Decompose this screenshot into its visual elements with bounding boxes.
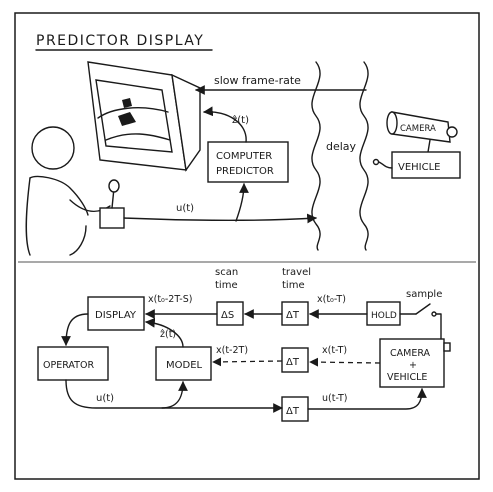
x-display-label: x(t₀-2T-S) [148, 294, 192, 305]
x-model-label: x(t-2T) [216, 345, 248, 356]
u-t-arrow [123, 213, 317, 224]
u-t-to-model-arrow [161, 381, 188, 409]
camera-to-delta-t-arrow [309, 357, 381, 367]
delta-t-box-bottom: ΔT [281, 396, 309, 422]
joystick-icon [99, 179, 125, 229]
vehicle-icon: VEHICLE [372, 151, 461, 179]
delta-t-label-middle: ΔT [286, 357, 300, 368]
z-hat-label: ẑ(t) [232, 114, 249, 126]
display-to-operator-arrow [61, 313, 89, 346]
hold-box: HOLD [366, 301, 401, 326]
camera-vehicle-line3: VEHICLE [387, 372, 427, 383]
x-camera-label: x(t-T) [322, 345, 347, 356]
u-t-minus-t-label: u(t-T) [322, 393, 348, 404]
camera-vehicle-line1: CAMERA [390, 348, 431, 359]
model-label: MODEL [166, 360, 203, 371]
delta-t-label-top: ΔT [286, 310, 300, 321]
delta-s-label: ΔS [221, 310, 234, 321]
delay-label: delay [326, 140, 357, 153]
delta-s-box: ΔS [216, 301, 244, 326]
scan-time-line2: time [215, 280, 238, 291]
slow-frame-rate-label: slow frame-rate [214, 74, 301, 87]
z-hat-model-label: ẑ(t) [160, 329, 176, 340]
delta-t-to-camera-arrow [307, 388, 427, 410]
operator-figure [25, 126, 111, 256]
display-box: DISPLAY [87, 296, 145, 331]
u-t-branch-arrow [235, 183, 249, 222]
sample-switch [415, 303, 431, 315]
delta-t-label-bottom: ΔT [286, 406, 300, 417]
camera-to-switch-line [435, 313, 442, 340]
delta-t-to-model-arrow [212, 357, 283, 367]
outer-border [14, 12, 480, 480]
z-hat-arrow [203, 106, 247, 143]
camera-vehicle-box: CAMERA + VEHICLE [379, 338, 451, 388]
scan-time-line1: scan [215, 267, 238, 278]
operator-box: OPERATOR [37, 346, 109, 381]
delay-wave-right [359, 61, 369, 251]
operator-label: OPERATOR [43, 360, 94, 371]
operator-u-t-arrow [65, 379, 283, 413]
sample-label: sample [406, 289, 442, 300]
vehicle-label: VEHICLE [398, 162, 441, 173]
x-hold-label: x(t₀-T) [317, 294, 346, 305]
model-to-display-arrow [145, 317, 184, 348]
hold-label: HOLD [371, 311, 397, 321]
computer-predictor-line1: COMPUTER [216, 151, 272, 162]
model-box: MODEL [155, 346, 212, 381]
computer-predictor-box: COMPUTER PREDICTOR [207, 141, 289, 183]
computer-predictor-line2: PREDICTOR [216, 166, 274, 177]
u-t-label-bottom: u(t) [96, 393, 114, 404]
camera-vehicle-line2: + [409, 360, 417, 371]
camera-icon: CAMERA [386, 111, 458, 153]
camera-label: CAMERA [400, 124, 436, 134]
delta-t-box-middle: ΔT [281, 347, 309, 373]
monitor-icon [87, 61, 201, 172]
title: PREDICTOR DISPLAY [36, 33, 204, 49]
travel-time-line1: travel [282, 267, 311, 278]
display-label: DISPLAY [95, 310, 137, 321]
delay-wave-left [311, 61, 321, 251]
u-t-label-top: u(t) [176, 203, 194, 214]
delta-t-box-top: ΔT [281, 301, 309, 326]
travel-time-line2: time [282, 280, 305, 291]
